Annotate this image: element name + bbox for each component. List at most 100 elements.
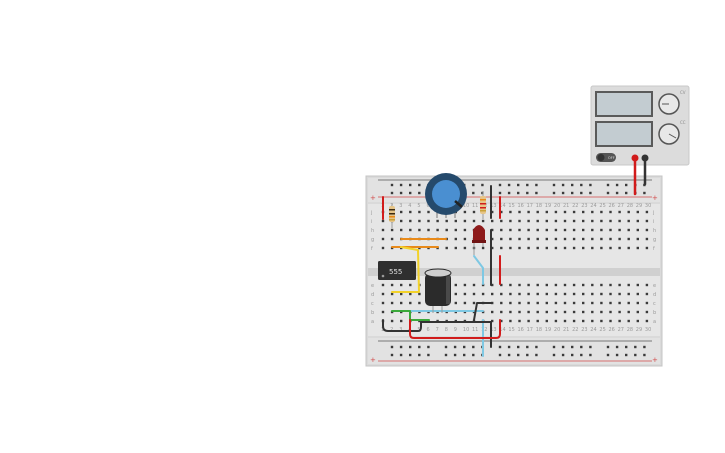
electrolytic-capacitor[interactable] bbox=[424, 268, 452, 313]
breadboard-hole[interactable] bbox=[507, 353, 511, 357]
breadboard-hole[interactable] bbox=[545, 210, 548, 214]
breadboard-hole[interactable] bbox=[409, 183, 412, 187]
breadboard-hole[interactable] bbox=[563, 246, 567, 250]
breadboard-hole[interactable] bbox=[600, 301, 603, 305]
breadboard-hole[interactable] bbox=[572, 228, 576, 232]
breadboard-hole[interactable] bbox=[498, 345, 502, 349]
breadboard-hole[interactable] bbox=[554, 246, 558, 250]
breadboard-hole[interactable] bbox=[561, 191, 565, 195]
breadboard-hole[interactable] bbox=[563, 301, 567, 305]
breadboard-hole[interactable] bbox=[645, 237, 649, 241]
breadboard-hole[interactable] bbox=[454, 237, 457, 241]
breadboard-hole[interactable] bbox=[572, 219, 576, 223]
breadboard-hole[interactable] bbox=[509, 246, 512, 250]
timer-ic-555[interactable]: 555 bbox=[378, 261, 416, 280]
breadboard-hole[interactable] bbox=[527, 310, 530, 314]
breadboard-hole[interactable] bbox=[518, 210, 521, 214]
breadboard-hole[interactable] bbox=[472, 191, 475, 195]
breadboard-hole[interactable] bbox=[582, 219, 585, 223]
breadboard-hole[interactable] bbox=[600, 237, 603, 241]
breadboard-hole[interactable] bbox=[418, 345, 421, 349]
breadboard-hole[interactable] bbox=[609, 210, 612, 214]
breadboard-hole[interactable] bbox=[636, 301, 639, 305]
breadboard-hole[interactable] bbox=[418, 292, 421, 296]
breadboard-hole[interactable] bbox=[454, 228, 457, 232]
green-wire[interactable] bbox=[391, 310, 430, 321]
breadboard-hole[interactable] bbox=[591, 292, 594, 296]
breadboard-hole[interactable] bbox=[606, 191, 610, 195]
breadboard-hole[interactable] bbox=[517, 183, 520, 187]
breadboard-hole[interactable] bbox=[600, 283, 603, 287]
breadboard-hole[interactable] bbox=[609, 246, 612, 250]
breadboard-hole[interactable] bbox=[518, 237, 521, 241]
power-supply[interactable]: CV CC OFF bbox=[590, 85, 690, 166]
breadboard-hole[interactable] bbox=[427, 210, 430, 214]
breadboard-hole[interactable] bbox=[563, 228, 567, 232]
breadboard-hole[interactable] bbox=[472, 345, 475, 349]
breadboard-hole[interactable] bbox=[563, 283, 567, 287]
breadboard-hole[interactable] bbox=[507, 191, 511, 195]
breadboard-hole[interactable] bbox=[400, 283, 403, 287]
breadboard-hole[interactable] bbox=[445, 228, 448, 232]
lightblue-wire-1[interactable] bbox=[473, 255, 484, 285]
breadboard-hole[interactable] bbox=[390, 319, 394, 323]
breadboard-hole[interactable] bbox=[418, 191, 421, 195]
breadboard-hole[interactable] bbox=[509, 292, 512, 296]
breadboard-hole[interactable] bbox=[517, 191, 520, 195]
breadboard-hole[interactable] bbox=[600, 228, 603, 232]
breadboard-hole[interactable] bbox=[627, 283, 630, 287]
breadboard-hole[interactable] bbox=[381, 228, 385, 232]
breadboard-hole[interactable] bbox=[399, 353, 403, 357]
breadboard-hole[interactable] bbox=[526, 191, 529, 195]
breadboard-hole[interactable] bbox=[634, 353, 637, 357]
breadboard-hole[interactable] bbox=[453, 353, 457, 357]
breadboard-hole[interactable] bbox=[491, 310, 494, 314]
breadboard-hole[interactable] bbox=[481, 183, 484, 187]
breadboard-hole[interactable] bbox=[491, 292, 494, 296]
breadboard-hole[interactable] bbox=[618, 310, 621, 314]
breadboard-hole[interactable] bbox=[444, 353, 448, 357]
breadboard-hole[interactable] bbox=[609, 219, 612, 223]
breadboard-hole[interactable] bbox=[636, 210, 639, 214]
breadboard-hole[interactable] bbox=[545, 237, 548, 241]
breadboard-hole[interactable] bbox=[536, 246, 539, 250]
breadboard-hole[interactable] bbox=[552, 345, 556, 349]
breadboard-hole[interactable] bbox=[507, 345, 511, 349]
breadboard-hole[interactable] bbox=[390, 183, 394, 187]
breadboard-hole[interactable] bbox=[409, 345, 412, 349]
breadboard-hole[interactable] bbox=[509, 310, 512, 314]
breadboard-hole[interactable] bbox=[409, 210, 412, 214]
breadboard-hole[interactable] bbox=[600, 219, 603, 223]
breadboard-hole[interactable] bbox=[390, 345, 394, 349]
breadboard-hole[interactable] bbox=[518, 228, 521, 232]
breadboard-hole[interactable] bbox=[563, 210, 567, 214]
breadboard-hole[interactable] bbox=[500, 219, 503, 223]
breadboard-hole[interactable] bbox=[517, 353, 520, 357]
breadboard-hole[interactable] bbox=[418, 228, 421, 232]
breadboard-hole[interactable] bbox=[491, 246, 494, 250]
breadboard-hole[interactable] bbox=[582, 319, 585, 323]
breadboard-hole[interactable] bbox=[381, 310, 385, 314]
breadboard-hole[interactable] bbox=[472, 210, 476, 214]
breadboard-hole[interactable] bbox=[390, 237, 394, 241]
breadboard-hole[interactable] bbox=[600, 246, 603, 250]
breadboard-hole[interactable] bbox=[381, 283, 385, 287]
breadboard-hole[interactable] bbox=[427, 228, 430, 232]
breadboard-hole[interactable] bbox=[582, 292, 585, 296]
breadboard-hole[interactable] bbox=[643, 345, 646, 349]
breadboard-hole[interactable] bbox=[509, 219, 512, 223]
breadboard-hole[interactable] bbox=[463, 219, 467, 223]
breadboard-hole[interactable] bbox=[390, 191, 394, 195]
breadboard-hole[interactable] bbox=[561, 183, 565, 187]
breadboard-hole[interactable] bbox=[582, 283, 585, 287]
breadboard-hole[interactable] bbox=[572, 310, 576, 314]
breadboard-hole[interactable] bbox=[600, 210, 603, 214]
breadboard-hole[interactable] bbox=[509, 210, 512, 214]
breadboard-hole[interactable] bbox=[481, 246, 485, 250]
breadboard-hole[interactable] bbox=[582, 228, 585, 232]
breadboard-hole[interactable] bbox=[509, 301, 512, 305]
breadboard-hole[interactable] bbox=[472, 353, 475, 357]
breadboard-hole[interactable] bbox=[518, 283, 521, 287]
breadboard-hole[interactable] bbox=[500, 228, 503, 232]
breadboard-hole[interactable] bbox=[436, 219, 439, 223]
